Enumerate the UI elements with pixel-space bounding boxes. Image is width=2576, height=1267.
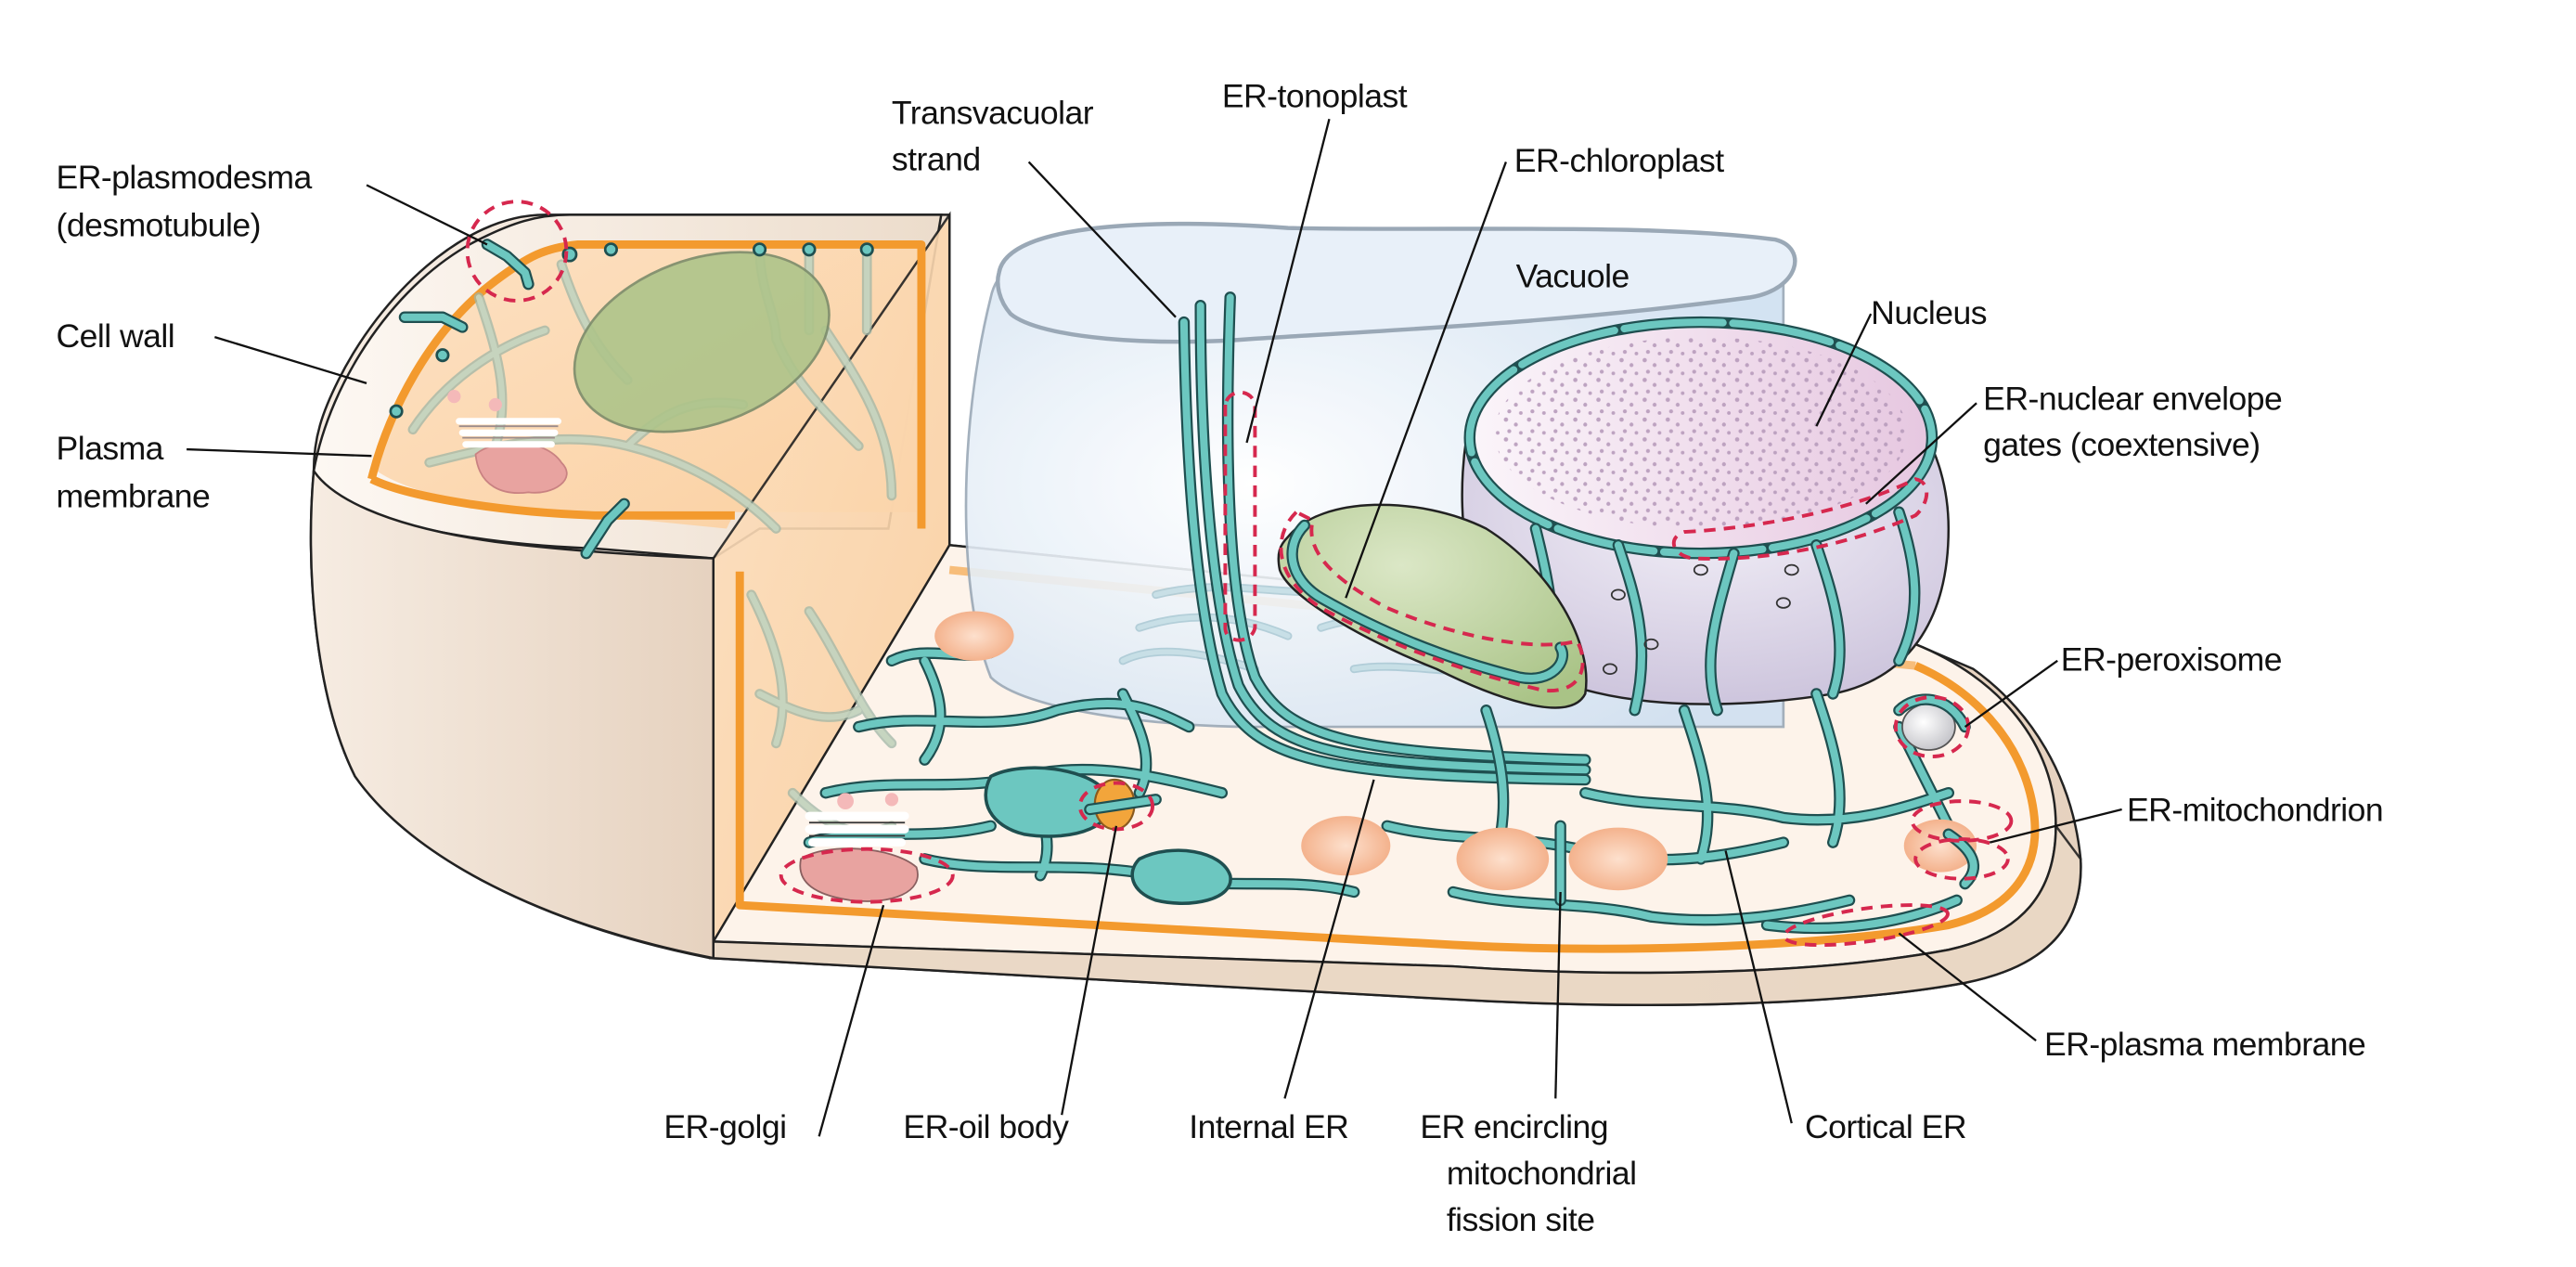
desmotubules [389,239,874,560]
cell-wall-left-face [309,467,715,960]
label-er-nuclear-envelope: ER-nuclear envelope gates (coextensive) [1983,380,2290,463]
label-er-mitochondrion: ER-mitochondrion [2127,791,2383,828]
nucleus [1461,316,1951,717]
mitochondrion [1456,827,1550,891]
contact-marker-peroxisome [1893,695,1971,759]
label-er-chloroplast: ER-chloroplast [1514,142,1725,179]
contact-marker-plasmodesma [465,200,569,303]
contact-marker-golgi [779,847,955,904]
contact-marker-mitochondrion-1 [1910,799,2014,843]
label-vacuole: Vacuole [1516,258,1629,295]
label-internal-er: Internal ER [1189,1108,1348,1145]
golgi-cut-face [447,390,568,494]
label-nucleus: Nucleus [1871,294,1987,331]
label-er-plasmodesma: ER-plasmodesma (desmotubule) [57,159,321,244]
label-er-peroxisome: ER-peroxisome [2061,641,2282,679]
contact-marker-nuclear-envelope [1672,477,1929,561]
contact-site-markers [465,200,2014,948]
mitochondrion [1903,819,1977,873]
cell-wall-front-edge [708,822,2082,1006]
label-cell-wall: Cell wall [57,317,175,355]
label-er-encircling: ER encircling mitochondrial fission site [1420,1108,1644,1238]
contact-marker-tonoplast [1223,390,1257,642]
chloroplast-cut-face [573,251,831,433]
leader-lines [187,118,2122,1137]
chloroplast [1277,503,1588,709]
labels: ER-plasmodesma (desmotubule) Cell wall P… [57,78,2384,1238]
label-er-plasma-membrane: ER-plasma membrane [2044,1026,2365,1063]
label-er-oil-body: ER-oil body [903,1108,1069,1145]
contact-marker-mitochondrion-2 [1913,837,2010,881]
label-plasma-membrane: Plasma membrane [57,430,211,515]
label-cortical-er: Cortical ER [1805,1108,1966,1145]
label-transvacuolar-strand: Transvacuolar strand [892,95,1102,178]
mitochondrion [934,611,1014,661]
transvacuolar-strand [1178,291,1591,786]
label-er-golgi: ER-golgi [663,1108,786,1145]
mitochondrion [1301,816,1391,876]
contact-marker-chloroplast [1279,510,1585,692]
label-er-tonoplast: ER-tonoplast [1222,78,1408,115]
floor-organelles [799,611,1980,907]
mitochondrion [1568,827,1668,891]
contact-marker-plasma-membrane [1782,903,1950,948]
